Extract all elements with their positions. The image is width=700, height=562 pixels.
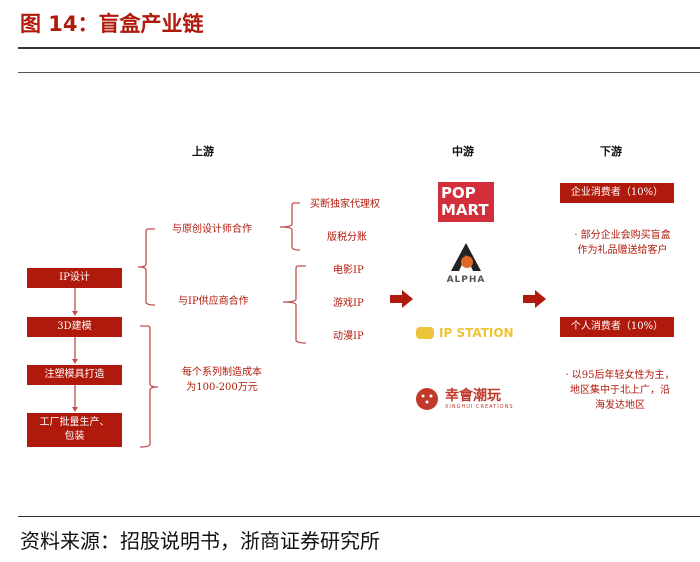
divider (18, 72, 700, 73)
process-box-3d-modeling: 3D建模 (27, 317, 122, 337)
logo-text: MART (441, 201, 489, 219)
cost-note-line: 为100-200万元 (186, 382, 258, 393)
ip-source-designer: 与原创设计师合作 (172, 224, 252, 235)
alpha-logo: ALPHA (444, 243, 488, 287)
xinghui-icon (416, 388, 438, 410)
source-note: 资料来源：招股说明书，浙商证券研究所 (20, 529, 380, 553)
header-downstream: 下游 (600, 145, 622, 158)
header-upstream: 上游 (192, 145, 214, 158)
ipstation-logo: IP STATION (415, 325, 514, 341)
brace-designer (279, 202, 301, 251)
process-box-mold: 注塑模具打造 (27, 365, 122, 385)
designer-mode: 版税分账 (327, 232, 367, 243)
desc-line: · 以95后年轻女性为主， (565, 370, 675, 381)
logo-text: IP STATION (439, 326, 514, 340)
popmart-logo: POP MART (438, 182, 494, 222)
logo-text: POP (441, 184, 476, 202)
logo-text: ALPHA (446, 275, 486, 285)
consumer-desc-individual: · 以95后年轻女性为主， 地区集中于北上广，沿 海发达地区 (555, 368, 685, 413)
designer-mode: 买断独家代理权 (310, 199, 380, 210)
arrow-right-icon (390, 290, 413, 308)
xinghui-logo: 幸會潮玩 XINGHUI CREATIONS (415, 387, 514, 411)
logo-text: XINGHUI CREATIONS (445, 404, 514, 410)
brace-supplier (282, 265, 307, 344)
figure-title: 图 14：盲盒产业链 (20, 12, 204, 36)
desc-line: 地区集中于北上广，沿 (570, 385, 670, 396)
process-box-production: 工厂批量生产、 包装 (27, 413, 122, 447)
supplier-type: 游戏IP (333, 298, 364, 309)
arrow-right-icon (523, 290, 546, 308)
ip-source-supplier: 与IP供应商合作 (178, 296, 249, 307)
brace-cost (139, 325, 159, 448)
cost-note: 每个系列制造成本 为100-200万元 (172, 365, 272, 395)
brace-ip-sources (137, 228, 156, 306)
header-midstream: 中游 (452, 145, 474, 158)
alpha-icon (451, 243, 481, 271)
consumer-desc-enterprise: · 部分企业会购买盲盒 作为礼品赠送给客户 (560, 228, 685, 258)
desc-line: 海发达地区 (595, 400, 645, 411)
title-divider (18, 47, 700, 49)
consumer-box-individual: 个人消费者（10%） (560, 317, 674, 337)
footer-divider (18, 516, 700, 517)
ipstation-icon (416, 327, 434, 339)
supplier-type: 电影IP (333, 265, 364, 276)
logo-text: 幸會潮玩 (445, 388, 501, 404)
consumer-box-enterprise: 企业消费者（10%） (560, 183, 674, 203)
desc-line: 作为礼品赠送给客户 (577, 245, 668, 256)
supplier-type: 动漫IP (333, 331, 364, 342)
process-box-ip-design: IP设计 (27, 268, 122, 288)
cost-note-line: 每个系列制造成本 (182, 367, 262, 378)
desc-line: · 部分企业会购买盲盒 (574, 230, 671, 241)
